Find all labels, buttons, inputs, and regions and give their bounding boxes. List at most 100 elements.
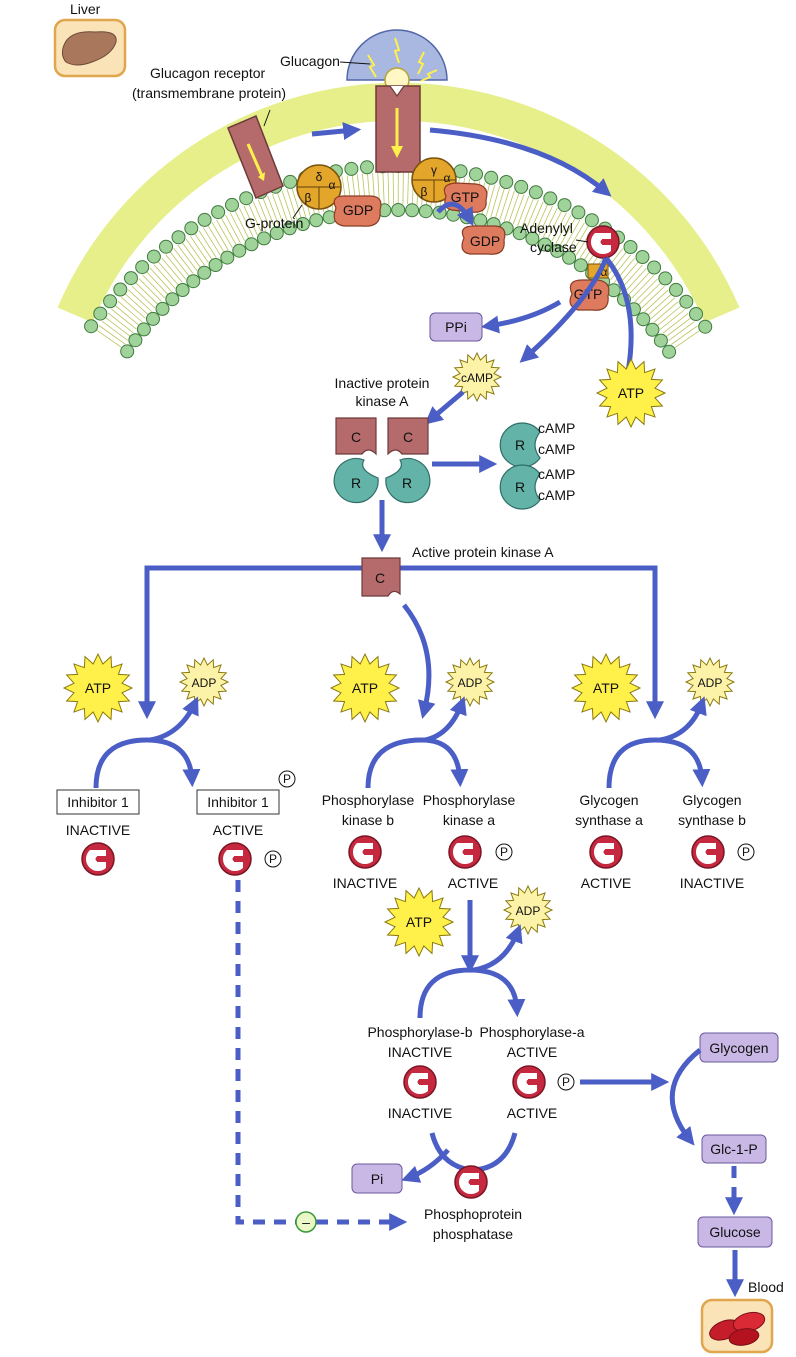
adp-star-inhibitor: ADP — [178, 656, 230, 708]
inhibitor1-active-box: Inhibitor 1 P — [196, 770, 296, 815]
inhibition-dashed-line — [235, 880, 408, 1231]
regulatory-subunits-camp: R R cAMP cAMP cAMP cAMP — [499, 420, 575, 510]
svg-text:P: P — [269, 852, 277, 866]
svg-text:P: P — [742, 845, 750, 859]
atp-star-phosphorylase: ATP — [383, 886, 455, 958]
phk-phosphorylation-arc — [365, 737, 469, 789]
gs-b-enzyme-icon: P — [691, 835, 755, 869]
phosphorylase-adp-arrow — [473, 924, 523, 973]
cyclase-to-camp-arrow — [519, 257, 609, 363]
inhibitor1-inactive-enzyme-icon — [81, 842, 115, 876]
svg-text:P: P — [283, 772, 291, 786]
phosphorylase-arc — [417, 967, 526, 1019]
phos-b-state-upper: INACTIVE — [388, 1044, 453, 1060]
svg-text:α: α — [601, 265, 608, 279]
galpha-translocation-arrow — [429, 127, 612, 197]
inhibitor1-active-state: ACTIVE — [213, 822, 264, 838]
svg-text:ADP: ADP — [516, 904, 541, 918]
phk-a-enzyme-icon: P — [448, 835, 513, 869]
svg-text:cAMP: cAMP — [538, 466, 575, 482]
svg-text:PPi: PPi — [445, 319, 467, 335]
inactive-pka-complex: C C R R — [333, 417, 431, 504]
svg-text:cAMP: cAMP — [461, 371, 493, 385]
adenylyl-label-2: cyclase — [530, 239, 577, 255]
svg-text:β: β — [305, 191, 312, 205]
adp-star-gs: ADP — [684, 656, 736, 708]
svg-text:R: R — [515, 479, 525, 495]
glycogen-box: Glycogen — [699, 1032, 779, 1063]
phosphatase-label-2: phosphatase — [433, 1226, 513, 1242]
pi-box: Pi — [351, 1163, 403, 1194]
phk-b-enzyme-icon — [348, 835, 382, 869]
svg-text:β: β — [421, 185, 428, 199]
liver-label: Liver — [70, 1, 101, 17]
pka-branch-line — [144, 565, 664, 720]
inhibitor-adp-arrow — [149, 696, 199, 743]
phos-b-enzyme-icon — [403, 1065, 437, 1099]
liver-icon — [53, 18, 127, 78]
glucose-box: Glucose — [697, 1216, 773, 1248]
svg-text:ADP: ADP — [192, 676, 217, 690]
active-pka-catalytic: C — [361, 557, 401, 597]
inhibitor1-inactive-box: Inhibitor 1 — [56, 789, 140, 815]
phos-a-state-upper: ACTIVE — [507, 1044, 558, 1060]
adp-star-phk: ADP — [444, 656, 496, 708]
svg-text:ATP: ATP — [406, 914, 432, 930]
svg-text:Glc-1-P: Glc-1-P — [710, 1141, 757, 1157]
svg-text:Glucose: Glucose — [709, 1224, 761, 1240]
phosphatase-label-1: Phosphoprotein — [424, 1206, 522, 1222]
svg-text:–: – — [302, 1214, 310, 1230]
phos-a-enzyme-icon: P — [512, 1065, 575, 1099]
blood-cells-icon — [700, 1298, 774, 1354]
atp-star-top: ATP — [595, 357, 667, 429]
phk-b-label-2: kinase b — [342, 812, 394, 828]
phos-a-label: Phosphorylase-a — [479, 1024, 584, 1040]
phos-b-label: Phosphorylase-b — [367, 1024, 472, 1040]
svg-text:cAMP: cAMP — [538, 420, 575, 436]
gdp-release-arrow — [436, 201, 474, 227]
svg-text:GDP: GDP — [470, 233, 500, 249]
inhibitor1-active-enzyme-icon: P — [218, 842, 282, 876]
svg-text:C: C — [351, 429, 361, 445]
gs-phosphorylation-arc — [606, 737, 711, 789]
svg-text:ATP: ATP — [85, 680, 111, 696]
inhibition-minus-sign: – — [295, 1211, 317, 1233]
gs-a-label-1: Glycogen — [579, 792, 638, 808]
g-protein-inactive: δ β α GDP — [296, 164, 382, 227]
gtp-bound-label: GTP — [451, 189, 480, 205]
glc1p-box: Glc-1-P — [701, 1134, 767, 1164]
inhibitor1-inactive-state: INACTIVE — [66, 822, 131, 838]
inhibitor-phosphorylation-arc — [93, 737, 201, 789]
svg-text:ADP: ADP — [458, 676, 483, 690]
inactive-pka-label-1: Inactive protein — [335, 375, 430, 391]
glycogen-to-glc1p-arrow — [669, 1048, 702, 1146]
blood-label: Blood — [748, 1279, 784, 1295]
glucagon-receptor-inactive — [227, 115, 284, 200]
svg-text:α: α — [444, 171, 451, 185]
receptor-label-1: Glucagon receptor — [150, 65, 266, 81]
svg-text:ATP: ATP — [593, 680, 619, 696]
svg-text:Inhibitor 1: Inhibitor 1 — [67, 794, 129, 810]
svg-text:cAMP: cAMP — [538, 487, 575, 503]
svg-text:ADP: ADP — [698, 676, 723, 690]
gs-a-state: ACTIVE — [581, 875, 632, 891]
ppi-box: PPi — [429, 312, 483, 342]
phk-a-label-2: kinase a — [443, 812, 495, 828]
gs-b-state: INACTIVE — [680, 875, 745, 891]
svg-text:Inhibitor 1: Inhibitor 1 — [207, 794, 269, 810]
svg-text:R: R — [351, 475, 361, 491]
svg-text:Pi: Pi — [371, 1171, 383, 1187]
glucagon-receptor-active — [375, 85, 421, 173]
svg-text:γ: γ — [431, 163, 437, 177]
adp-star-phosphorylase: ADP — [502, 884, 554, 936]
glucagon-molecule — [346, 29, 448, 93]
svg-text:P: P — [500, 845, 508, 859]
phk-adp-arrow — [424, 696, 467, 743]
gs-a-label-2: synthase a — [575, 812, 643, 828]
phosphatase-enzyme-icon — [454, 1165, 488, 1199]
g-protein-active: γ β α GTP — [411, 157, 488, 213]
gs-b-label-1: Glycogen — [682, 792, 741, 808]
phos-b-state: INACTIVE — [388, 1105, 453, 1121]
gs-a-enzyme-icon — [589, 835, 623, 869]
